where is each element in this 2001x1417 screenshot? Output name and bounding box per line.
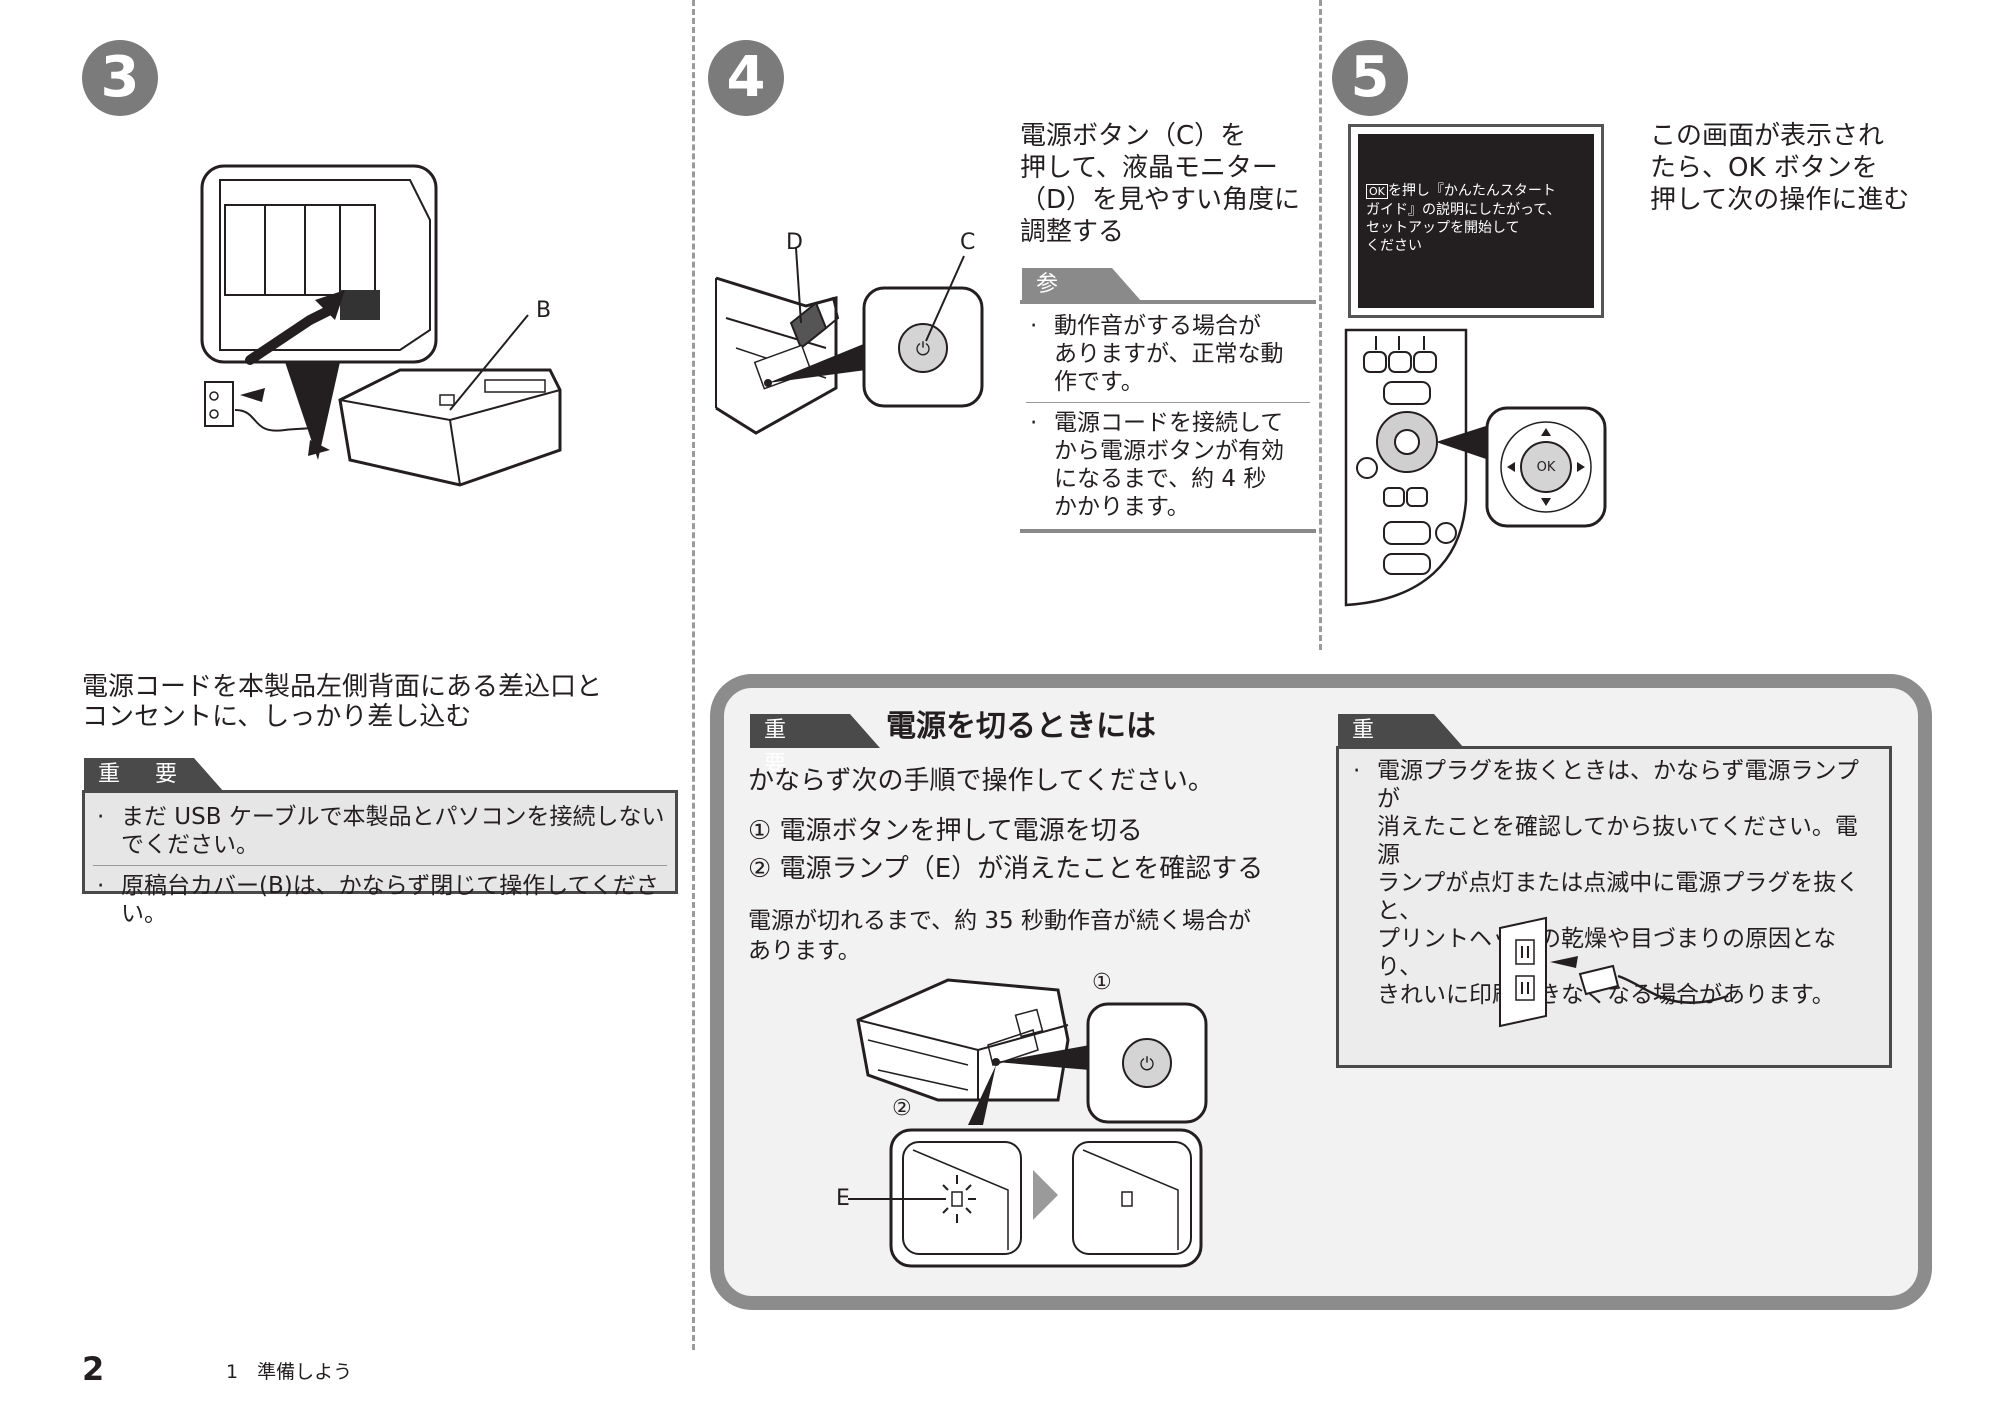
svg-text:⏻: ⏻ [1140, 1054, 1154, 1075]
power-off-illustration: ⏻ [848, 978, 1208, 1268]
step-3-badge: 3 [82, 40, 158, 116]
power-off-important-tag: 重 要 [750, 714, 850, 777]
reference-item: ·動作音がする場合が ありますが、正常な動 作です。 [1030, 313, 1284, 395]
label-b: B [536, 298, 552, 323]
power-off-title: 電源を切るときには [886, 709, 1156, 744]
step-4-heading: 電源ボタン（C）を 押して、液晶モニター （D）を見やすい角度に 調整する [1020, 121, 1301, 247]
power-off-step-1: ① 電源ボタンを押して電源を切る [748, 816, 1143, 846]
label-1: ① [1092, 970, 1112, 995]
reference-box: ·動作音がする場合が ありますが、正常な動 作です。 ·電源コードを接続して か… [1020, 300, 1316, 533]
column-divider-right [1319, 0, 1322, 650]
step-4-illustration: ⏻ [715, 247, 984, 435]
label-e: E [836, 1186, 850, 1211]
important-box-step3: ·まだ USB ケーブルで本製品とパソコンを接続しない でください。 ·原稿台カ… [82, 790, 678, 927]
screen-text: を押し『かんたんスタート ガイド』の説明にしたがって、 セットアップを開始して … [1366, 183, 1561, 254]
unplug-important-tag: 重 要 [1338, 714, 1434, 777]
step-5-badge: 5 [1332, 40, 1408, 116]
label-d: D [786, 230, 803, 255]
reference-tag: 参 考 [1022, 268, 1112, 331]
control-panel-illustration [1344, 328, 1607, 607]
svg-text:⏻: ⏻ [916, 339, 930, 360]
ok-button: OK [1536, 460, 1556, 475]
ok-icon: OK [1366, 184, 1388, 199]
important-item: ·まだ USB ケーブルで本製品とパソコンを接続しない でください。 [97, 804, 665, 858]
important-item: ·原稿台カバー(B)は、かならず閉じて操作してください。 [97, 873, 659, 927]
power-off-note: 電源が切れるまで、約 35 秒動作音が続く場合が あります。 [748, 908, 1251, 964]
unplug-important-text: ·電源プラグを抜くときは、かならず電源ランプが 消えたことを確認してから抜いてく… [1353, 758, 1860, 1008]
important-tag-step3: 重 要 [84, 758, 194, 792]
power-off-step-2: ② 電源ランプ（E）が消えたことを確認する [748, 854, 1264, 884]
step-3-illustration [200, 164, 562, 487]
page-number: 2 [82, 1350, 105, 1388]
unplug-important-box: ·電源プラグを抜くときは、かならず電源ランプが 消えたことを確認してから抜いてく… [1336, 746, 1892, 1068]
label-2: ② [892, 1096, 912, 1121]
outlet-plug-illustration [1499, 916, 1729, 1028]
step-3-heading: 電源コードを本製品左側背面にある差込口と コンセントに、しっかり差し込む [82, 672, 603, 732]
column-divider-left [692, 0, 695, 1350]
power-off-intro: かならず次の手順で操作してください。 [748, 766, 1214, 796]
reference-item: ·電源コードを接続して から電源ボタンが有効 になるまで、約 4 秒 かかります… [1030, 410, 1284, 520]
step-5-heading: この画面が表示され たら、OK ボタンを 押して次の操作に進む [1650, 121, 1910, 215]
step-4-badge: 4 [708, 40, 784, 116]
label-c: C [960, 230, 976, 255]
chapter-label: 1 準備しよう [226, 1361, 353, 1383]
